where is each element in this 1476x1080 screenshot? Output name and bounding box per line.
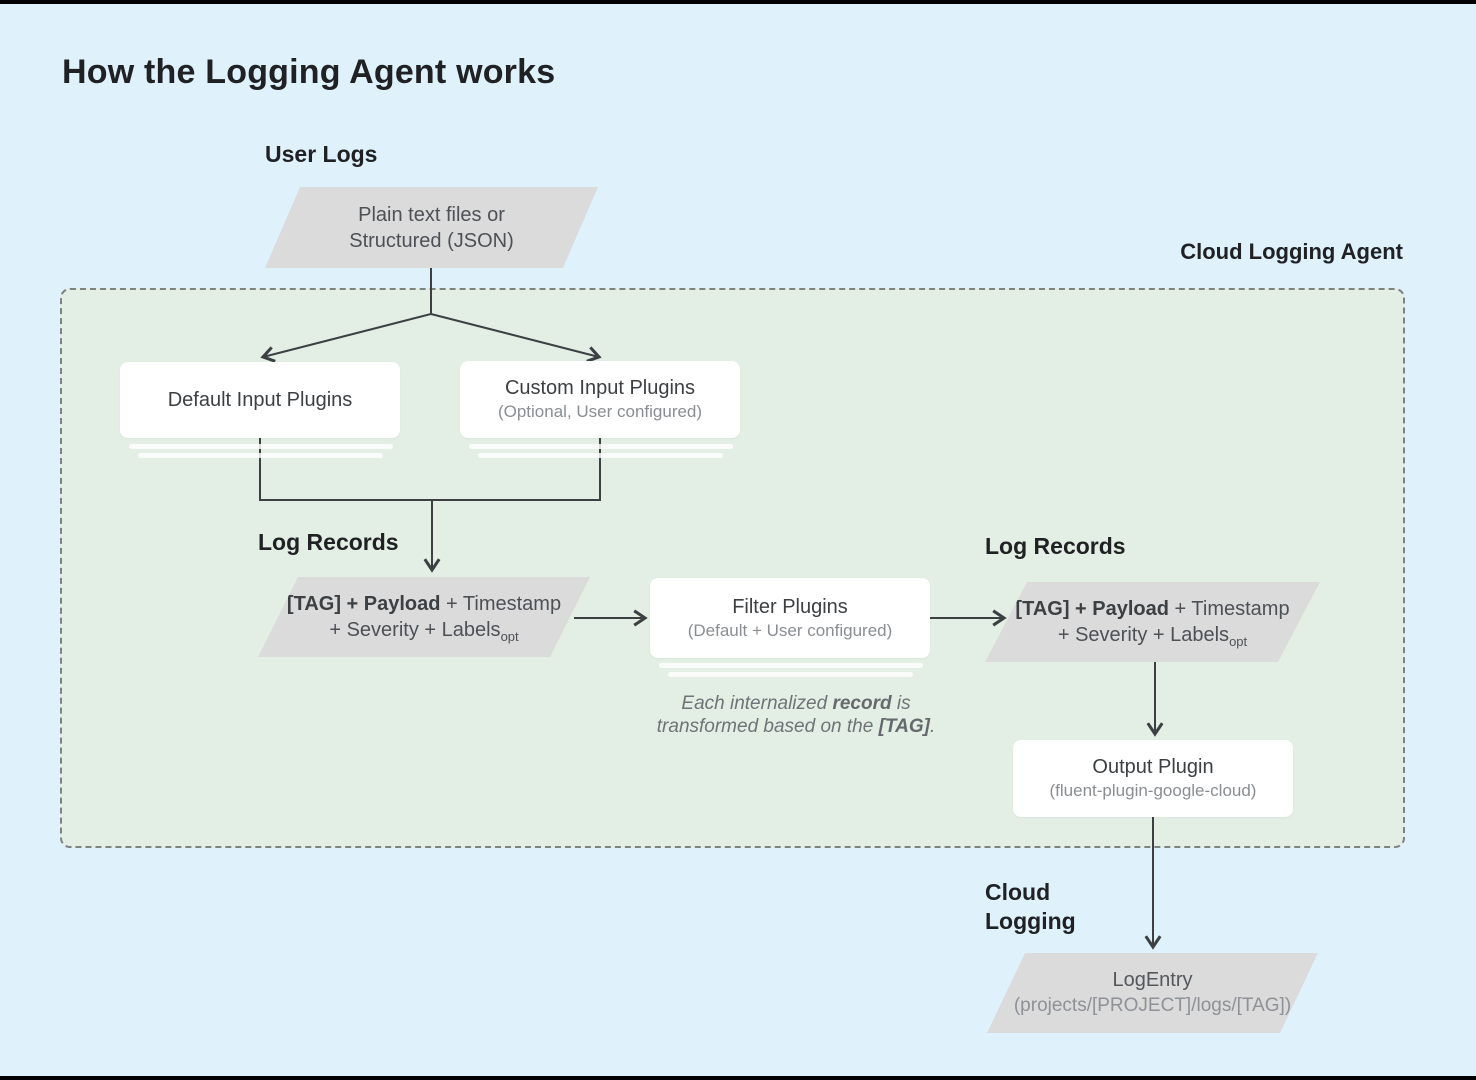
custom-input-plugins-subtitle: (Optional, User configured) <box>497 402 703 421</box>
log-record-left-subscript: opt <box>500 629 519 644</box>
custom-input-stack-layer-1 <box>469 444 733 449</box>
log-record-left-line1: [TAG] + Payload + Timestamp <box>287 591 561 617</box>
default-input-stack-layer-1 <box>129 444 393 449</box>
log-record-left-parallelogram: [TAG] + Payload + Timestamp + Severity +… <box>258 577 590 657</box>
log-record-right-line1: [TAG] + Payload + Timestamp <box>1015 596 1289 622</box>
default-input-plugins-node: Default Input Plugins <box>120 362 400 438</box>
output-plugin-title: Output Plugin <box>1092 756 1214 778</box>
output-plugin-subtitle: (fluent-plugin-google-cloud) <box>1049 781 1257 800</box>
default-input-plugins-title: Default Input Plugins <box>167 388 353 411</box>
log-entry-subtitle: (projects/[PROJECT]/logs/[TAG]) <box>1013 995 1292 1016</box>
cloud-logging-label: Cloud Logging <box>985 878 1076 936</box>
user-logs-label: User Logs <box>265 141 378 167</box>
log-record-right-bold: [TAG] + Payload <box>1015 598 1169 620</box>
filter-note-record: record <box>832 693 892 714</box>
top-frame-bar <box>0 0 1476 4</box>
filter-note: Each internalized record is transformed … <box>640 692 952 738</box>
log-record-right-line2-text: + Severity + Labels <box>1057 624 1230 646</box>
log-records-right-label: Log Records <box>985 533 1126 559</box>
log-record-left-line2: + Severity + Labelsopt <box>329 617 518 643</box>
filter-stack-layer-2 <box>668 672 913 677</box>
cloud-logging-agent-label: Cloud Logging Agent <box>1180 239 1403 264</box>
log-record-right-parallelogram: [TAG] + Payload + Timestamp + Severity +… <box>985 582 1320 662</box>
log-record-right-subscript: opt <box>1229 634 1248 649</box>
filter-plugins-node: Filter Plugins (Default + User configure… <box>650 578 930 658</box>
filter-stack-layer-1 <box>659 663 923 668</box>
filter-plugins-title: Filter Plugins <box>732 595 848 618</box>
custom-input-plugins-node: Custom Input Plugins (Optional, User con… <box>460 361 740 438</box>
filter-note-l2c: . <box>929 716 936 737</box>
cloud-logging-label-line1: Cloud <box>985 879 1051 905</box>
log-record-left-line2-text: + Severity + Labels <box>329 619 501 641</box>
custom-input-stack-layer-2 <box>478 453 723 458</box>
filter-note-l1c: is <box>891 693 911 714</box>
filter-note-tag: [TAG] <box>878 716 930 737</box>
log-records-left-label: Log Records <box>258 529 399 555</box>
bottom-frame-bar <box>0 1076 1476 1080</box>
filter-note-line1: Each internalized record is <box>640 692 952 715</box>
user-logs-line1: Plain text files or <box>358 203 505 226</box>
custom-input-plugins-title: Custom Input Plugins <box>504 377 696 399</box>
log-record-left-bold: [TAG] + Payload <box>286 593 441 615</box>
user-logs-line2: Structured (JSON) <box>349 229 514 252</box>
log-record-right-line2: + Severity + Labelsopt <box>1058 622 1247 648</box>
cloud-logging-label-line2: Logging <box>985 908 1076 934</box>
log-entry-title: LogEntry <box>1112 969 1193 991</box>
log-record-right-rest: + Timestamp <box>1168 598 1290 620</box>
filter-note-line2: transformed based on the [TAG]. <box>640 715 952 738</box>
user-logs-parallelogram: Plain text files or Structured (JSON) <box>265 187 598 268</box>
log-record-left-rest: + Timestamp <box>440 593 562 615</box>
output-plugin-node: Output Plugin (fluent-plugin-google-clou… <box>1013 740 1293 817</box>
default-input-stack-layer-2 <box>138 453 383 458</box>
filter-note-l2a: transformed based on the <box>656 716 879 737</box>
page-title: How the Logging Agent works <box>62 53 556 91</box>
filter-plugins-subtitle: (Default + User configured) <box>687 620 893 640</box>
filter-note-l1a: Each internalized <box>681 693 833 714</box>
log-entry-parallelogram: LogEntry (projects/[PROJECT]/logs/[TAG]) <box>987 953 1318 1033</box>
